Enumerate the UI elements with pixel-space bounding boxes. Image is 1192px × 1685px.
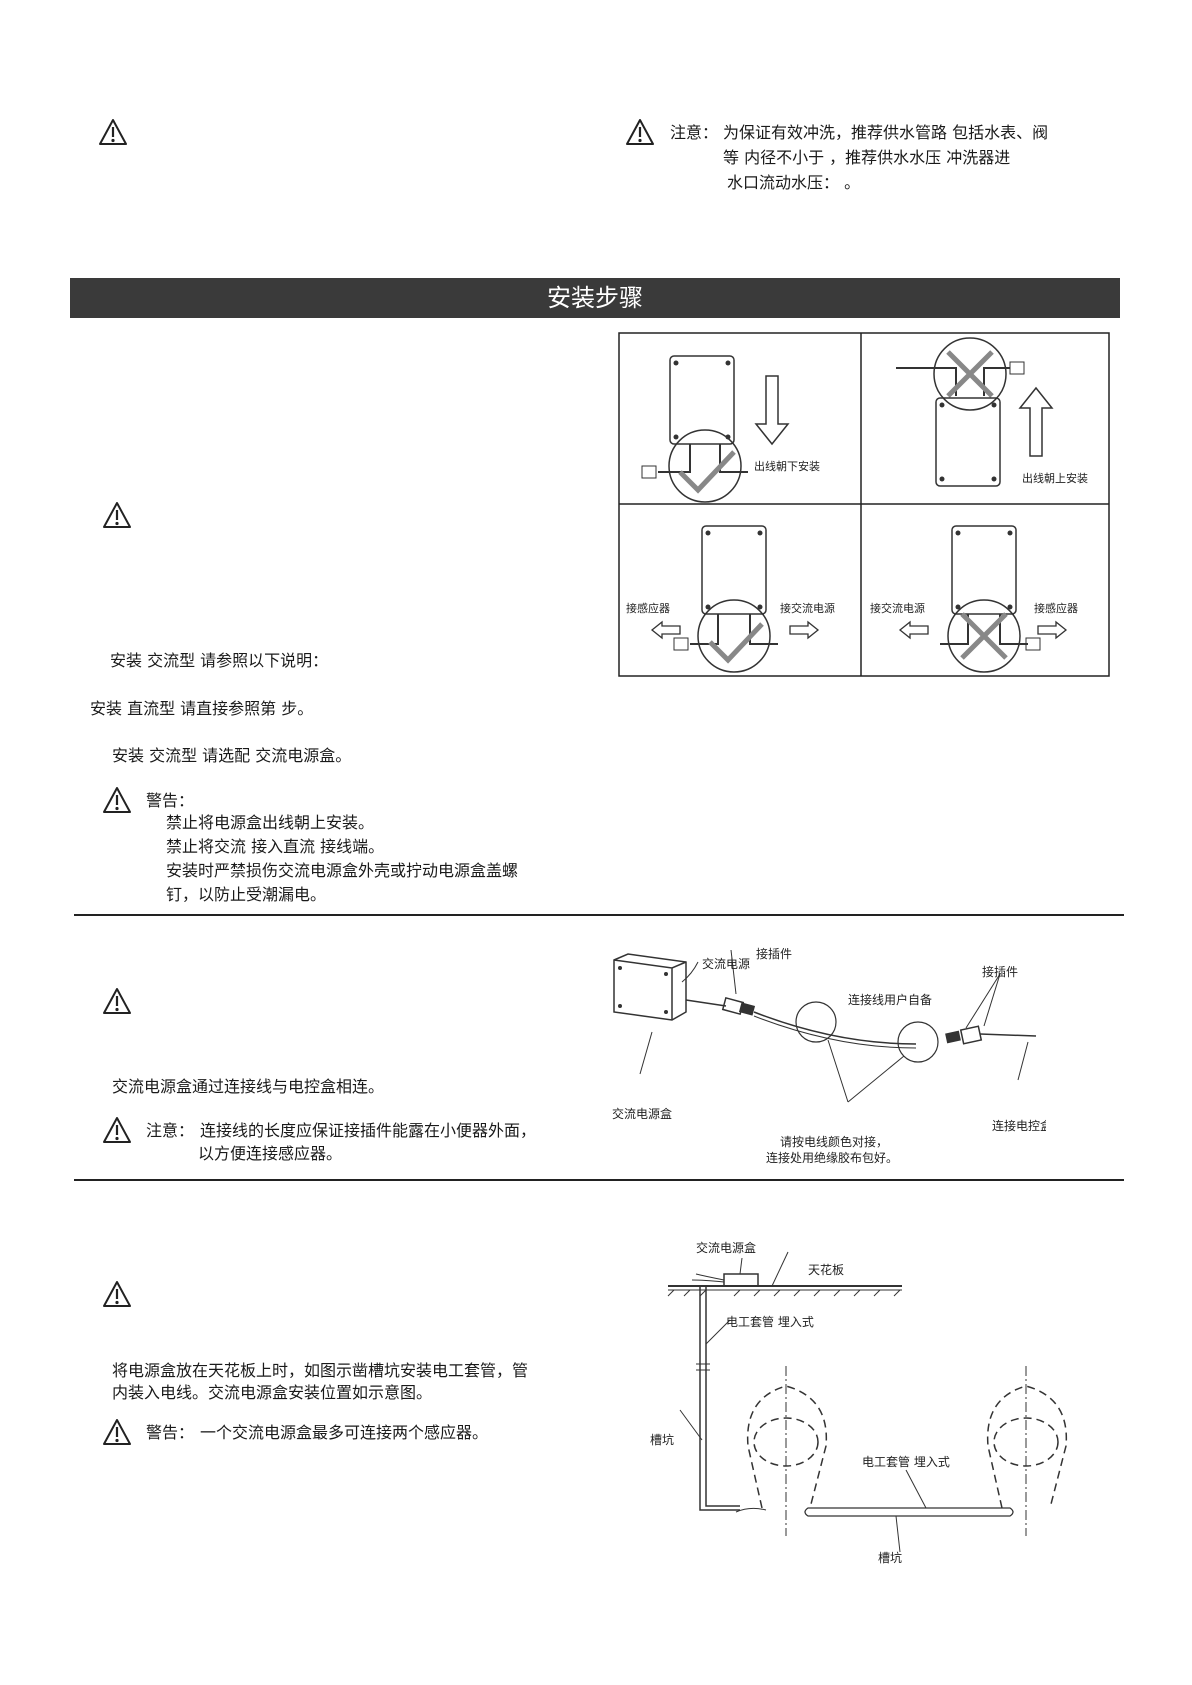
note-line-2: 以方便连接感应器。 (198, 1144, 343, 1163)
note-label: 注意： (670, 123, 719, 142)
note-label: 注意： (146, 1121, 195, 1140)
ac-left-label: 接交流电源 (870, 601, 925, 615)
user-wire-label: 连接线用户自备 (848, 992, 932, 1007)
ac-power-label: 交流电源 (702, 956, 750, 971)
warning-icon (98, 118, 128, 146)
wiring-diagram: 交流电源 接插件 接插件 连接线用户自备 交流电源盒 连接电控盒 请按电线颜色对… (612, 946, 1046, 1165)
wrong-sides-mount: 接交流电源 接感应器 (870, 525, 1078, 673)
ceiling-label: 天花板 (808, 1262, 844, 1277)
warning-line: 安装时严禁损伤交流电源盒外壳或拧动电源盒盖螺 (166, 861, 519, 880)
conduit-label: 电工套管 埋入式 (862, 1454, 950, 1469)
correct-sides-mount: 接感应器 接交流电源 (626, 525, 835, 673)
note-line-1: 连接线的长度应保证接插件能露在小便器外面， (200, 1121, 537, 1140)
install-dc-text: 安装 直流型 请直接参照第 步。 (90, 699, 314, 718)
warning-line: 禁止将交流 接入直流 接线端。 (166, 837, 385, 856)
sensor-left-label: 接感应器 (626, 601, 670, 615)
trench-label: 槽坑 (650, 1432, 674, 1447)
plug-label: 接插件 (982, 964, 1018, 979)
trench-label: 槽坑 (878, 1550, 902, 1565)
sensor-right-label: 接感应器 (1034, 601, 1078, 615)
ac-box-label: 交流电源盒 (612, 1106, 672, 1121)
urinal-left (746, 1366, 828, 1536)
note-line-3: 水口流动水压： 。 (727, 173, 861, 192)
divider (74, 1179, 1124, 1181)
install-ac2-text: 安装 交流型 请选配 交流电源盒。 (112, 746, 352, 765)
step3-line-1: 将电源盒放在天花板上时，如图示凿槽坑安装电工套管，管 (112, 1361, 529, 1380)
note-line-1: 为保证有效冲洗，推荐供水管路 包括水表、阀 (723, 123, 1049, 142)
wiring-caption-1: 请按电线颜色对接， (780, 1134, 888, 1149)
section-title: 安装步骤 (70, 278, 1120, 318)
note-line-2: 等 内径不小于 ，推荐供水水压 冲洗器进 (723, 148, 1011, 167)
wiring-caption-2: 连接处用绝缘胶布包好。 (766, 1150, 898, 1165)
ac-power-box (613, 953, 687, 1021)
warning-icon (102, 1418, 132, 1446)
ac-box-label: 交流电源盒 (696, 1240, 756, 1255)
wrong-up-mount: 出线朝上安装 (896, 337, 1088, 487)
warning-icon (102, 1280, 132, 1308)
plug-label: 接插件 (756, 946, 792, 961)
warning-label: 警告： (146, 791, 195, 810)
install-ac-text: 安装 交流型 请参照以下说明： (110, 651, 329, 670)
warning-icon (102, 987, 132, 1015)
urinal-right (986, 1366, 1068, 1536)
control-box-label: 连接电控盒 (992, 1118, 1046, 1133)
warning-icon (625, 118, 655, 146)
down-mount-label: 出线朝下安装 (754, 459, 820, 473)
ac-box-shape (723, 1273, 759, 1287)
warning-text: 一个交流电源盒最多可连接两个感应器。 (200, 1423, 489, 1442)
step2-text: 交流电源盒通过连接线与电控盒相连。 (112, 1077, 385, 1096)
warning-label: 警告： (146, 1423, 195, 1442)
step3-line-2: 内装入电线。交流电源盒安装位置如示意图。 (112, 1383, 433, 1402)
correct-down-mount: 出线朝下安装 (641, 355, 820, 503)
up-mount-label: 出线朝上安装 (1022, 471, 1088, 485)
warning-line: 禁止将电源盒出线朝上安装。 (166, 813, 375, 832)
warning-icon (102, 786, 132, 814)
divider (74, 914, 1124, 916)
warning-icon (102, 501, 132, 529)
ceiling-installation-diagram: 交流电源盒 天花板 电工套管 埋入式 槽坑 电工套管 埋入式 槽坑 (650, 1240, 1068, 1565)
warning-icon (102, 1116, 132, 1144)
conduit-label: 电工套管 埋入式 (726, 1314, 814, 1329)
mounting-orientation-diagram: 出线朝下安装 出线朝上安装 接感应器 接交流电源 (618, 332, 1110, 677)
ac-right-label: 接交流电源 (780, 601, 835, 615)
warning-line: 钉，以防止受潮漏电。 (166, 885, 327, 904)
